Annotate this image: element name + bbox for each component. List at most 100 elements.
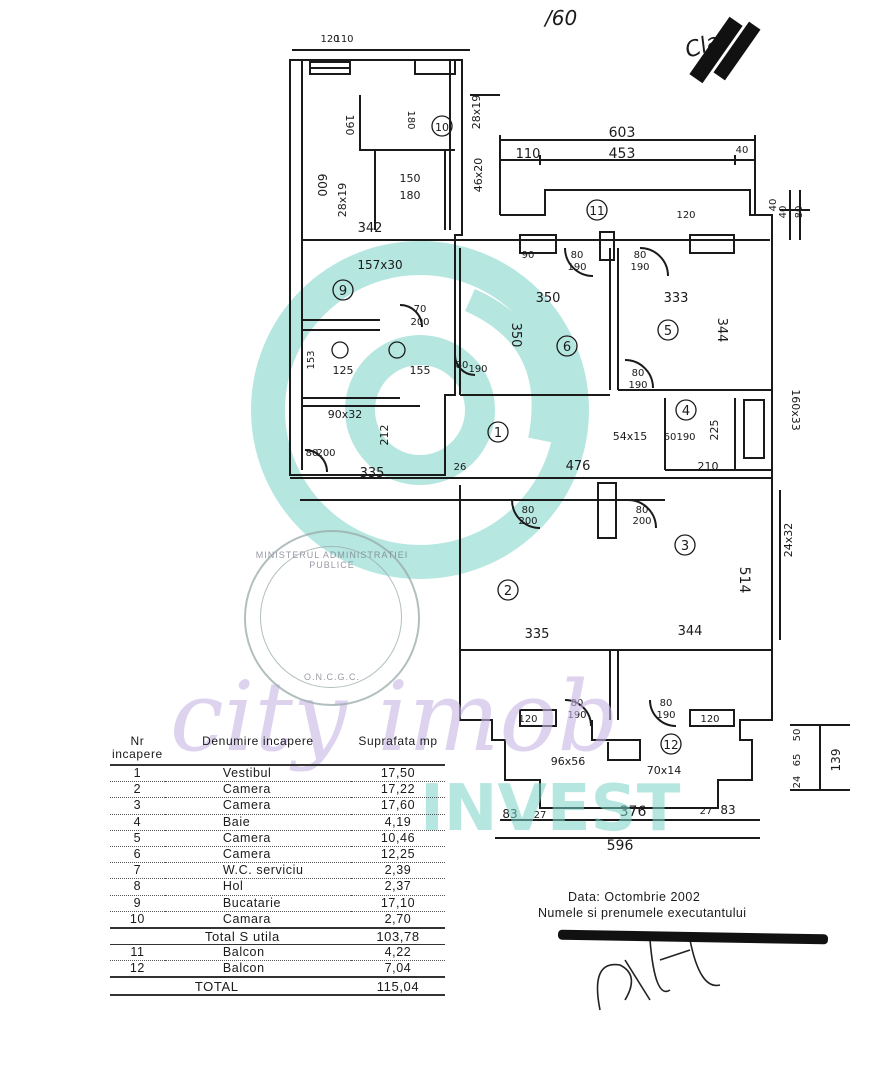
dim-40a: 40 xyxy=(768,199,779,212)
room-number: 6 xyxy=(110,846,165,864)
dim-door-80-d: 80 xyxy=(634,250,647,261)
dim-110: 110 xyxy=(516,147,541,162)
room-area: 17,22 xyxy=(351,781,445,799)
room-area: 2,37 xyxy=(351,878,445,896)
room-number: 4 xyxy=(110,814,165,831)
dim-153: 153 xyxy=(306,350,317,369)
dim-70x14: 70x14 xyxy=(647,764,682,777)
room-name: W.C. serviciu xyxy=(164,862,351,880)
dim-139: 139 xyxy=(829,749,843,772)
dim-46x20: 46x20 xyxy=(472,158,485,193)
dim-door-80-c: 80 xyxy=(571,250,584,261)
dim-50: 50 xyxy=(792,729,803,742)
dim-333: 333 xyxy=(664,291,689,306)
dim-door-80-a: 80 xyxy=(522,505,535,516)
dim-180b: 180 xyxy=(400,189,421,202)
dim-180: 180 xyxy=(405,110,416,129)
room-number: 9 xyxy=(110,895,165,912)
dim-door-80-e: 80 xyxy=(632,368,645,379)
dim-514: 514 xyxy=(736,567,752,594)
subtotal-row: Total S utila 103,78 xyxy=(110,926,445,946)
signature-block: Data: Octombrie 2002 Numele si prenumele… xyxy=(520,890,850,945)
dim-27a: 27 xyxy=(534,810,547,821)
dim-door-80-j: 80 xyxy=(456,360,469,371)
dim-125: 125 xyxy=(333,364,354,377)
subtotal-value: 103,78 xyxy=(351,926,445,946)
dim-600: 600 xyxy=(315,174,329,197)
dim-83b: 83 xyxy=(720,803,735,817)
dim-603: 603 xyxy=(609,125,636,141)
dim-157x30: 157x30 xyxy=(357,258,402,272)
dim-150: 150 xyxy=(400,172,421,185)
area-table: Nr incapere Denumire incapere Suprafata … xyxy=(110,732,445,996)
room-area: 17,60 xyxy=(351,797,445,815)
dim-70a: 70 xyxy=(414,304,427,315)
room-number: 8 xyxy=(110,878,165,896)
room-mark-12: 12 xyxy=(663,738,678,752)
total-label: TOTAL xyxy=(164,976,351,996)
dim-door-190-h: 190 xyxy=(676,432,695,443)
dim-120: 120 xyxy=(320,34,339,45)
dim-350: 350 xyxy=(536,291,561,306)
dim-28x19a: 28x19 xyxy=(470,95,483,130)
dim-453: 453 xyxy=(609,146,636,162)
executant-label: Numele si prenumele executantului xyxy=(538,906,747,920)
dim-24: 24 xyxy=(792,776,803,789)
dim-door-200-b: 200 xyxy=(632,516,651,527)
redaction-top-icon xyxy=(689,16,761,84)
dim-225: 225 xyxy=(708,420,721,441)
dim-80: 80 xyxy=(794,206,805,219)
dim-90x32: 90x32 xyxy=(328,408,363,421)
room-mark-2: 2 xyxy=(504,584,512,599)
room-area: 4,22 xyxy=(351,944,445,962)
room-name: Baie xyxy=(164,814,351,831)
room-mark-10: 10 xyxy=(435,121,449,134)
room-name: Camara xyxy=(164,911,351,929)
dim-26: 26 xyxy=(454,462,467,473)
dim-door-80-g: 80 xyxy=(660,698,673,709)
dim-27b: 27 xyxy=(700,806,713,817)
room-mark-5: 5 xyxy=(664,324,672,339)
dim-40: 40 xyxy=(736,145,749,156)
dim-window-120-a: 120 xyxy=(676,210,695,221)
dim-door-190-d: 190 xyxy=(630,262,649,273)
watermark-logo-icon xyxy=(251,241,589,579)
dim-476: 476 xyxy=(566,459,591,474)
room-mark-1: 1 xyxy=(494,426,502,441)
dim-210: 210 xyxy=(698,460,719,473)
room-area: 2,70 xyxy=(351,911,445,929)
room-name: Balcon xyxy=(164,960,351,978)
dim-65: 65 xyxy=(792,754,803,767)
room-name: Camera xyxy=(164,830,351,847)
room-area: 4,19 xyxy=(351,814,445,831)
handwritten-signature-icon xyxy=(596,939,721,1011)
col-name: Denumire incapere xyxy=(164,732,351,766)
dim-160x33: 160x33 xyxy=(789,389,802,431)
date-label: Data: Octombrie 2002 xyxy=(568,890,701,904)
room-number: 2 xyxy=(110,781,165,799)
official-stamp: MINISTERUL ADMINISTRATIEI PUBLICE O.N.C.… xyxy=(244,530,420,706)
dim-door-80-i: 80 xyxy=(306,448,319,459)
dim-door-190-j: 190 xyxy=(468,364,487,375)
dim-596: 596 xyxy=(607,838,634,854)
dim-350v: 350 xyxy=(508,323,523,348)
dim-335b: 335 xyxy=(525,627,550,642)
dim-96x56: 96x56 xyxy=(551,755,586,768)
room-number: 7 xyxy=(110,862,165,880)
dim-door-190-f: 190 xyxy=(567,710,586,721)
dim-344b: 344 xyxy=(678,624,703,639)
dim-door-190-c: 190 xyxy=(567,262,586,273)
room-name: Hol xyxy=(164,878,351,896)
dim-376: 376 xyxy=(620,804,647,820)
sheet-note: /60 xyxy=(543,6,577,30)
dim-door-80-f: 80 xyxy=(571,698,584,709)
room-number: 11 xyxy=(110,944,165,962)
dim-335: 335 xyxy=(360,466,385,481)
